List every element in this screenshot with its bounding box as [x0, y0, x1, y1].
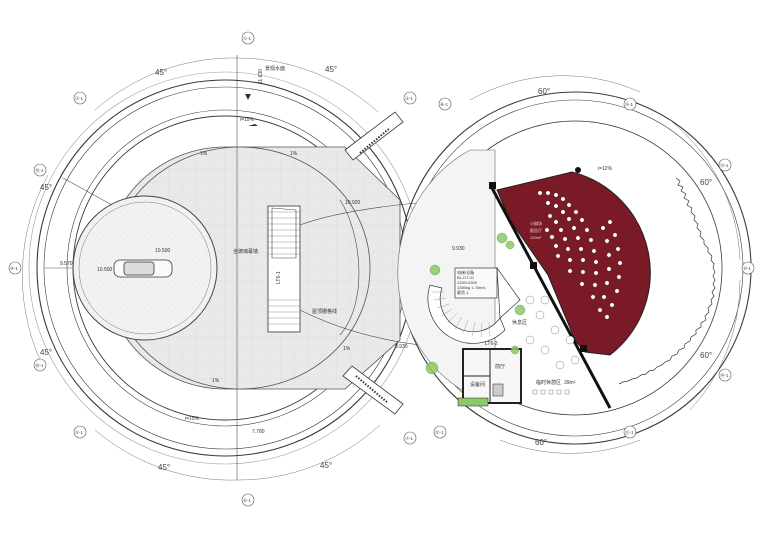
- angle-label: 45°: [158, 463, 170, 472]
- slope-label: 1%: [212, 378, 220, 384]
- ramp-label: i=15%: [185, 416, 200, 422]
- axis-label: ②-1: [75, 96, 84, 101]
- dimension-arcs: [22, 57, 741, 481]
- sawtooth-wall: [618, 177, 716, 385]
- elevator-label: 载货-1: [457, 289, 469, 295]
- arrow-icon: [245, 94, 258, 128]
- elevator-label: BL-DT-01: [457, 275, 475, 280]
- stair-tag: LT6-1: [276, 271, 282, 284]
- axis-markers: [8, 31, 755, 507]
- radial-lines: [45, 55, 238, 480]
- ramp-label: i=12%: [598, 166, 613, 172]
- axis-label: ⑥-1: [243, 498, 252, 503]
- angle-label: 45°: [40, 183, 52, 192]
- auditorium-label: 小剧场: [530, 220, 542, 226]
- axis-label: ④-1: [10, 266, 19, 271]
- elevation-label: 10.500: [155, 248, 171, 254]
- auditorium: [496, 171, 651, 356]
- elevation-label: 10.920: [345, 200, 361, 206]
- angle-label: 60°: [535, 438, 547, 447]
- top-note: 景观水面: [265, 65, 285, 72]
- glass-wall: [489, 167, 612, 409]
- angle-label: 60°: [538, 87, 550, 96]
- elevation-label: 7.780: [252, 429, 265, 435]
- service-core: [457, 348, 522, 407]
- note-label: 全玻璃幕墙: [233, 248, 258, 255]
- axis-label: ⑯-1: [35, 362, 44, 369]
- axis-label: ①-1: [243, 36, 252, 41]
- rest-area-furniture: [525, 295, 580, 395]
- angle-label: 60°: [700, 178, 712, 187]
- elevation-label: 10.500: [97, 267, 113, 273]
- axis-label: ⑦-1: [405, 436, 414, 441]
- stair-tag: LT6-2: [485, 341, 498, 347]
- angle-label: 45°: [155, 68, 167, 77]
- axis-label: ③-1: [405, 96, 414, 101]
- note-label: 屋顶栅格线: [312, 308, 337, 315]
- axis-label: ⑭-1: [720, 372, 729, 379]
- axis-label: ⑩-1: [743, 266, 752, 271]
- tree-icons: [425, 232, 526, 375]
- auditorium-label: 120m²: [530, 235, 542, 240]
- axis-label: ⑮-1: [35, 167, 44, 174]
- axis-label: ⑤-1: [75, 430, 84, 435]
- elevation-label: 9.930: [395, 344, 408, 350]
- angle-label: 45°: [40, 348, 52, 357]
- room-label: 休息区: [512, 319, 527, 326]
- elevation-label: 11.630: [258, 69, 264, 84]
- elevator-label: 2250×2500: [457, 280, 478, 285]
- elevation-label: 9.570: [60, 261, 73, 267]
- bridge-bottom: [342, 365, 404, 415]
- auditorium-label: 报告厅: [530, 227, 542, 233]
- slope-label: 1%: [343, 346, 351, 352]
- angle-label: 45°: [320, 461, 332, 470]
- axis-label: ⑬-1: [720, 162, 729, 169]
- slope-label: 1%: [200, 151, 208, 157]
- angle-label: 60°: [700, 351, 712, 360]
- car-platform-ring: [78, 201, 212, 335]
- ramp-label: i=15%: [240, 117, 255, 123]
- central-stair: [267, 205, 301, 333]
- room-label: 设备间: [470, 381, 485, 388]
- spiral-stair: [427, 266, 521, 344]
- room-label: 临时休憩区: [536, 379, 561, 386]
- axis-label: ⑧-1: [440, 102, 449, 107]
- elevator-label: 电梯/设备: [457, 269, 474, 275]
- elevator-label: 1350kg 1.75m/s: [457, 285, 485, 290]
- slope-label: 1%: [290, 151, 298, 157]
- angle-label: 45°: [325, 65, 337, 74]
- axis-label: ⑪-1: [625, 429, 634, 436]
- elevation-label: 9.930: [452, 246, 465, 252]
- auditorium-seats: [537, 190, 623, 320]
- axis-label: ⑨-1: [625, 102, 634, 107]
- room-label: 39m²: [564, 380, 576, 386]
- car-icon: [113, 259, 173, 278]
- bridge-top: [344, 111, 404, 161]
- room-label: 前厅: [495, 363, 505, 370]
- axis-label: ⑫-1: [435, 429, 444, 436]
